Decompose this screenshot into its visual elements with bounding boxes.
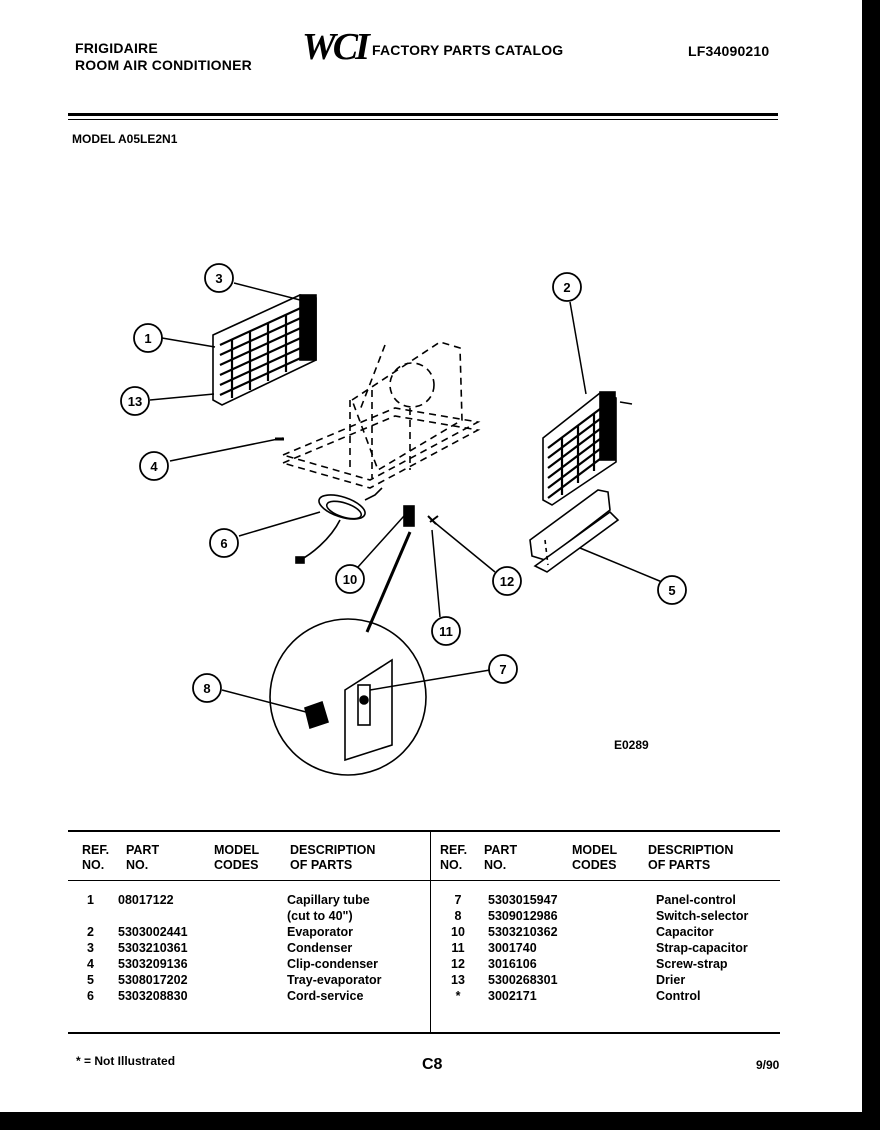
svg-text:1: 1 xyxy=(144,331,151,346)
catalog-title: FACTORY PARTS CATALOG xyxy=(372,42,564,58)
page-number: C8 xyxy=(422,1056,443,1073)
condenser-coil xyxy=(212,294,317,406)
svg-text:7: 7 xyxy=(499,662,506,677)
evaporator-coil xyxy=(542,391,633,506)
svg-text:12: 12 xyxy=(500,574,514,589)
leader-lines xyxy=(149,282,663,713)
base-pan xyxy=(280,341,481,489)
callout-bubbles: 3 1 13 4 6 10 11 12 2 5 7 8 xyxy=(120,263,687,703)
callout-4: 4 xyxy=(139,451,169,481)
svg-text:10: 10 xyxy=(343,572,357,587)
callout-8: 8 xyxy=(192,673,222,703)
svg-text:5: 5 xyxy=(668,583,675,598)
svg-text:11: 11 xyxy=(439,624,453,639)
control-detail-circle xyxy=(269,531,427,776)
table-top-rule xyxy=(68,830,780,832)
exploded-parts-diagram: 3 1 13 4 6 10 11 12 2 5 7 8 E0289 xyxy=(120,263,687,776)
svg-text:13: 13 xyxy=(128,394,142,409)
callout-3: 3 xyxy=(204,263,234,293)
table-divider xyxy=(430,832,431,1032)
callout-12: 12 xyxy=(492,566,522,596)
callout-13: 13 xyxy=(120,386,150,416)
callout-1: 1 xyxy=(133,323,163,353)
callout-5: 5 xyxy=(657,575,687,605)
catalog-page: FRIGIDAIRE ROOM AIR CONDITIONER WCI FACT… xyxy=(0,0,862,1112)
table-bottom-rule xyxy=(68,1032,780,1034)
svg-text:4: 4 xyxy=(150,459,158,474)
svg-text:3: 3 xyxy=(215,271,222,286)
table-header-rule xyxy=(68,880,780,881)
model-label: MODEL A05LE2N1 xyxy=(72,132,178,146)
not-illustrated-note: * = Not Illustrated xyxy=(76,1054,176,1068)
product-name: ROOM AIR CONDITIONER xyxy=(75,57,252,73)
catalog-number: LF34090210 xyxy=(688,43,770,59)
brand-name: FRIGIDAIRE xyxy=(75,40,158,56)
header-ref-right: REF.NO. xyxy=(440,843,468,872)
svg-text:2: 2 xyxy=(563,280,570,295)
callout-11: 11 xyxy=(431,616,461,646)
figure-code: E0289 xyxy=(614,738,649,752)
evaporator-tray xyxy=(529,489,620,573)
svg-text:8: 8 xyxy=(203,681,210,696)
service-cord xyxy=(295,487,383,564)
header-rule-thin xyxy=(68,119,778,120)
callout-10: 10 xyxy=(335,564,365,594)
capacitor xyxy=(403,505,415,527)
callout-2: 2 xyxy=(552,272,582,302)
callout-6: 6 xyxy=(209,528,239,558)
header-rule-thick xyxy=(68,113,778,116)
header-ref: REF.NO. xyxy=(82,843,110,872)
revision-date: 9/90 xyxy=(756,1058,780,1072)
strap-capacitor xyxy=(427,515,439,525)
wci-logo: WCI xyxy=(302,26,370,68)
callout-7: 7 xyxy=(488,654,518,684)
svg-text:6: 6 xyxy=(220,536,227,551)
